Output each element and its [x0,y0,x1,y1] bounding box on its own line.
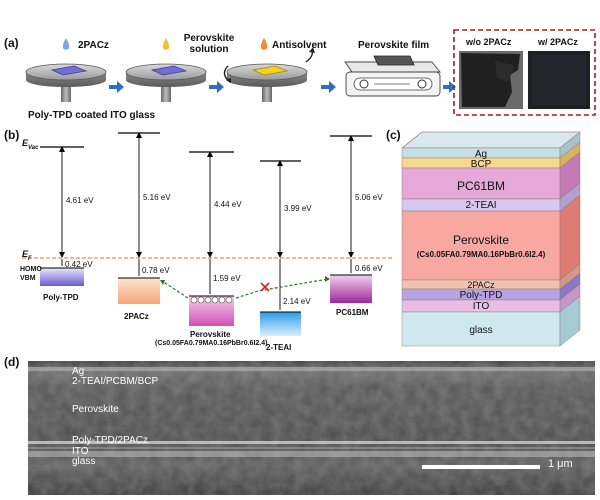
band-2pacz [118,132,160,304]
gap-top-pc61bm: 5.06 eV [355,193,383,202]
photo-with-2pacz [528,51,590,109]
sem-label-top-layers: 2-TEAI/PCBM/BCP [72,376,159,387]
gap-bottom-2pacz: 0.78 eV [142,266,170,275]
panel-d-label: (d) [4,355,20,369]
sem-label-htl: Poly-TPD/2PACz [72,435,148,446]
stack-layer-glass: glass [469,325,493,336]
sem-label-ag: Ag [72,366,85,377]
stack-layer-2pacz: 2PACz [467,280,495,290]
layer-name-pc61bm: PC61BM [336,308,369,317]
sem-label-glass: glass [72,456,96,467]
band-2-teai [260,160,301,336]
band-poly-tpd [40,146,84,286]
layer-name-perovskite: Perovskite [190,330,231,339]
step-label-antisolvent: Antisolvent [272,40,327,51]
band-pc61bm [330,135,372,303]
sem-cross-section [28,361,595,495]
gap-bottom-perovskite: 1.59 eV [213,274,241,283]
substrate-label: Poly-TPD coated ITO glass [28,110,156,121]
stack-layer-2-teai: 2-TEAI [465,200,497,211]
panel-c-label: (c) [386,128,401,142]
process-arrows [109,81,456,93]
stack-layer-poly-tpd: Poly-TPD [459,290,503,301]
stack-layer-pc61bm: PC61BM [456,179,506,193]
scale-bar [422,465,540,469]
sem-label-ito: ITO [72,446,89,457]
spin-coater-3 [226,63,308,102]
panel-a-figure [25,29,596,116]
spin-coater-1 [25,63,107,102]
hole-transfer-arrow [161,280,189,299]
gap-bottom-poly-tpd: 0.42 eV [65,260,93,269]
panel-b-label: (b) [4,128,20,142]
blocked-transfer-arrow [235,278,329,299]
gap-top-2pacz: 5.16 eV [143,193,171,202]
panel-a-label: (a) [4,36,19,50]
stack-layer-perovskite: Perovskite [452,233,510,247]
gap-top-2-teai: 3.99 eV [284,204,312,213]
device-stack [401,131,581,347]
ef-label: EF [22,249,32,262]
drop-perovskite-icon [162,38,170,50]
gap-bottom-2-teai: 2.14 eV [283,297,311,306]
step-label-perovskite-film: Perovskite film [358,40,430,51]
step-label-2pacz: 2PACz [78,40,109,51]
energy-level-diagram [22,132,392,336]
band-perovskite [189,151,234,326]
perovskite-formula-b: (Cs0.05FA0.79MA0.16PbBr0.6I2.4) [155,340,268,347]
photo-without-2pacz [459,51,523,109]
photo-label-with: w/ 2PACz [538,37,578,47]
stack-layer-bcp: BCP [470,159,492,170]
step-label-perovskite-solution: Perovskite solution [183,33,235,55]
scale-bar-label: 1 μm [548,458,573,470]
stack-layer-ito: ITO [472,301,490,312]
evac-label: EVac [22,138,39,151]
layer-name-poly-tpd: Poly-TPD [43,293,79,302]
hotplate [344,55,441,97]
photo-label-without: w/o 2PACz [466,37,512,47]
drop-2pacz-icon [62,38,70,50]
spin-coater-2 [125,63,207,102]
photo-dashed-box [453,29,596,116]
layer-name-2pacz: 2PACz [124,312,149,321]
gap-bottom-pc61bm: 0.66 eV [355,264,383,273]
perovskite-formula-c: (Cs0.05FA0.79MA0.16PbBr0.6I2.4) [416,250,546,259]
gap-top-perovskite: 4.44 eV [214,200,242,209]
cross-icon [260,282,270,292]
stack-layer-ag: Ag [474,149,488,160]
drop-antisolvent-icon [260,38,268,50]
gap-top-poly-tpd: 4.61 eV [66,196,94,205]
layer-name-2-teai: 2-TEAI [266,343,292,352]
sem-label-perovskite: Perovskite [72,404,119,415]
